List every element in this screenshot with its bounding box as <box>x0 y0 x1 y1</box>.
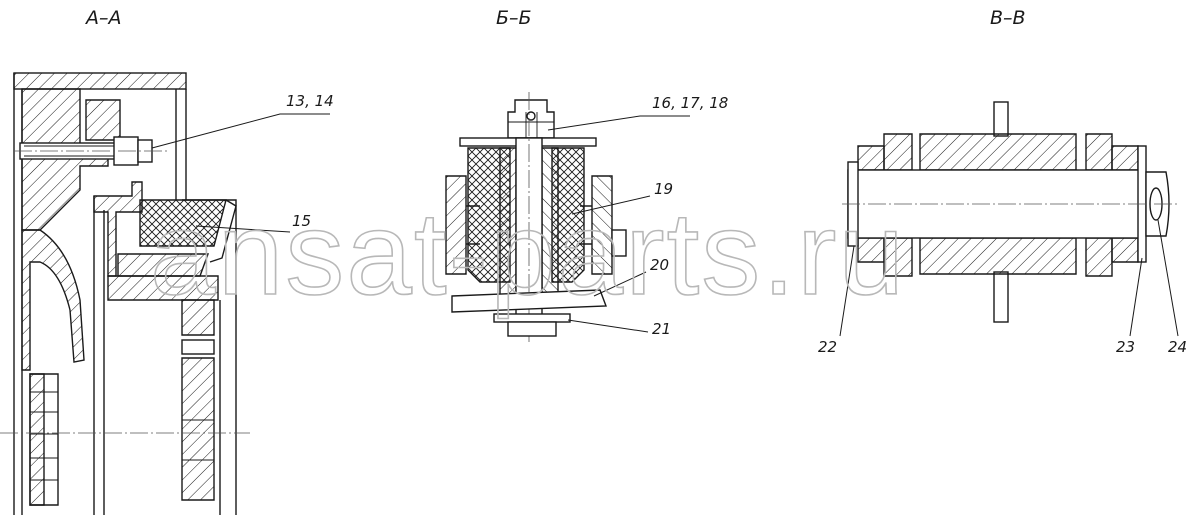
bracket-edge <box>209 199 237 263</box>
callout-15: 15 <box>292 212 311 230</box>
center-block-top <box>919 133 1077 171</box>
section-aa-title: А–А <box>84 7 122 29</box>
leader-23 <box>1129 257 1143 337</box>
spacer-block <box>85 99 121 141</box>
section-vv: В–В 22 23 24 <box>818 7 1187 356</box>
section-vv-title: В–В <box>990 7 1026 29</box>
gear-section <box>29 373 45 506</box>
outer-bush-left <box>445 175 467 275</box>
bracket-top <box>93 181 143 277</box>
rod-bottom <box>993 271 1009 323</box>
callout-20: 20 <box>650 256 669 274</box>
section-aa: А–А <box>0 7 334 515</box>
callout-22: 22 <box>818 338 837 356</box>
section-bb: Б–Б 16, 17, 18 19 20 21 <box>445 7 728 342</box>
frame-right <box>182 199 237 515</box>
bracket-plate <box>451 289 607 313</box>
cotter-pin <box>526 111 536 121</box>
callout-19: 19 <box>654 180 673 198</box>
leader-19 <box>571 195 651 215</box>
callout-24: 24 <box>1168 338 1187 356</box>
housing-side <box>175 89 187 200</box>
callout-23: 23 <box>1116 338 1135 356</box>
rod-top <box>993 101 1009 137</box>
castle-nut <box>507 99 555 139</box>
callout-16-17-18: 16, 17, 18 <box>652 94 728 112</box>
bracket-legs <box>93 196 105 515</box>
gap-block <box>181 339 215 355</box>
bolt-head-bottom <box>507 321 557 337</box>
lower-block-1 <box>181 299 215 336</box>
leader-13-14 <box>151 113 330 149</box>
bush-tab <box>611 229 627 257</box>
leader-16-17-18 <box>547 115 690 131</box>
frame-wall <box>13 73 23 515</box>
outer-bush-right <box>591 175 613 275</box>
block-seams <box>182 419 214 461</box>
leader-15 <box>195 225 291 233</box>
leader-24 <box>1157 219 1179 337</box>
leader-21 <box>567 319 649 333</box>
lower-plate <box>107 275 219 301</box>
right-plate-bottom <box>1085 237 1113 277</box>
right-plate-top <box>1085 133 1113 171</box>
callout-13-14: 13, 14 <box>286 92 334 110</box>
center-block-bottom <box>919 237 1077 275</box>
leader-20 <box>593 271 647 297</box>
left-ear-top <box>857 145 885 171</box>
section-bb-title: Б–Б <box>496 7 532 29</box>
left-plate-top <box>883 133 913 171</box>
lower-casting <box>21 229 85 371</box>
leader-22 <box>839 245 855 337</box>
lower-block-2 <box>181 357 215 501</box>
watermark: ansat-parts.ru <box>150 188 906 320</box>
top-plate <box>13 72 187 90</box>
bolt-thread <box>24 145 128 157</box>
right-ear-top <box>1111 145 1139 171</box>
callout-21: 21 <box>652 320 671 338</box>
nut-slots <box>508 112 554 138</box>
right-ear-bottom <box>1111 237 1139 263</box>
